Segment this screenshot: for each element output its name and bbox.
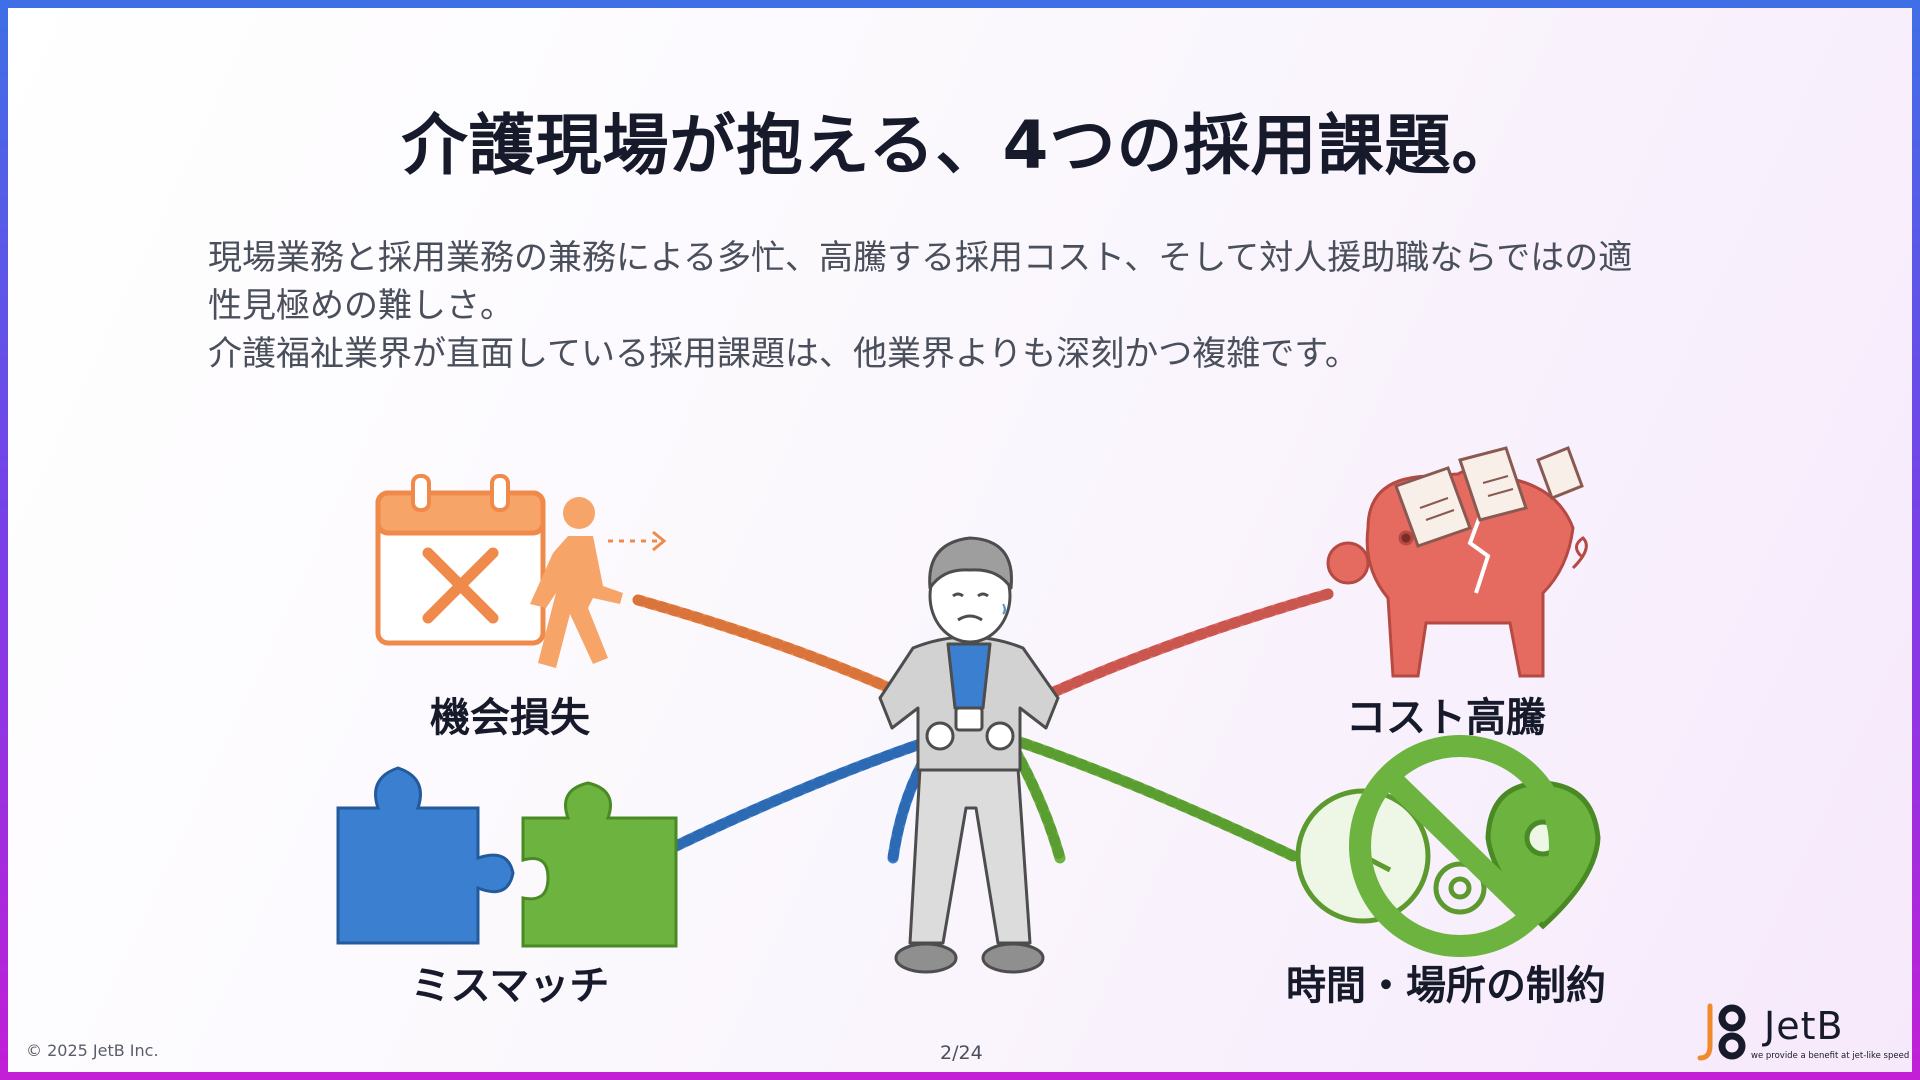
intro-line: 介護福祉業界が直面している採用課題は、他業界よりも深刻かつ複雑です。	[208, 334, 1359, 374]
jetb-logo: JetB we provide a benefit at jet-like sp…	[1696, 1002, 1910, 1066]
page-number: 2/24	[940, 1042, 983, 1064]
jetb-logo-mark	[1697, 1003, 1746, 1061]
resume-sheet-3	[1536, 446, 1584, 500]
challenge-label-time-place: 時間・場所の制約	[1286, 963, 1606, 1009]
intro-line: 現場業務と採用業務の兼務による多忙、高騰する採用コスト、そして対人援助職ならでは…	[208, 238, 1633, 278]
rope-blue-twist	[670, 727, 953, 864]
logo-name: JetB	[1764, 1004, 1844, 1048]
resume-sheet-2	[1458, 446, 1528, 522]
slide-title: 介護現場が抱える、4つの採用課題。	[401, 107, 1519, 184]
worried-worker-figure	[878, 536, 1060, 974]
time-place-restriction-icon	[1295, 735, 1601, 957]
puzzle-pieces-icon	[336, 766, 678, 948]
piggy-bank-icon	[1326, 446, 1588, 678]
rope-red-twist	[1017, 588, 1334, 712]
challenge-label-mismatch: ミスマッチ	[410, 963, 610, 1009]
challenge-label-missed-opportunity: 機会損失	[430, 695, 590, 741]
logo-tagline: we provide a benefit at jet-like speed	[1751, 1051, 1910, 1061]
intro-text: 現場業務と採用業務の兼務による多忙、高騰する採用コスト、そして対人援助職ならでは…	[208, 234, 1708, 378]
challenge-label-cost-increase: コスト高騰	[1346, 695, 1546, 741]
challenges-illustration	[336, 446, 1601, 974]
intro-line: 性見極めの難しさ。	[208, 286, 514, 326]
rope-green-twist	[995, 728, 1299, 864]
resume-sheet-1	[1394, 466, 1472, 548]
copyright-text: © 2025 JetB Inc.	[26, 1041, 159, 1060]
missed-opportunity-icon	[375, 474, 667, 668]
